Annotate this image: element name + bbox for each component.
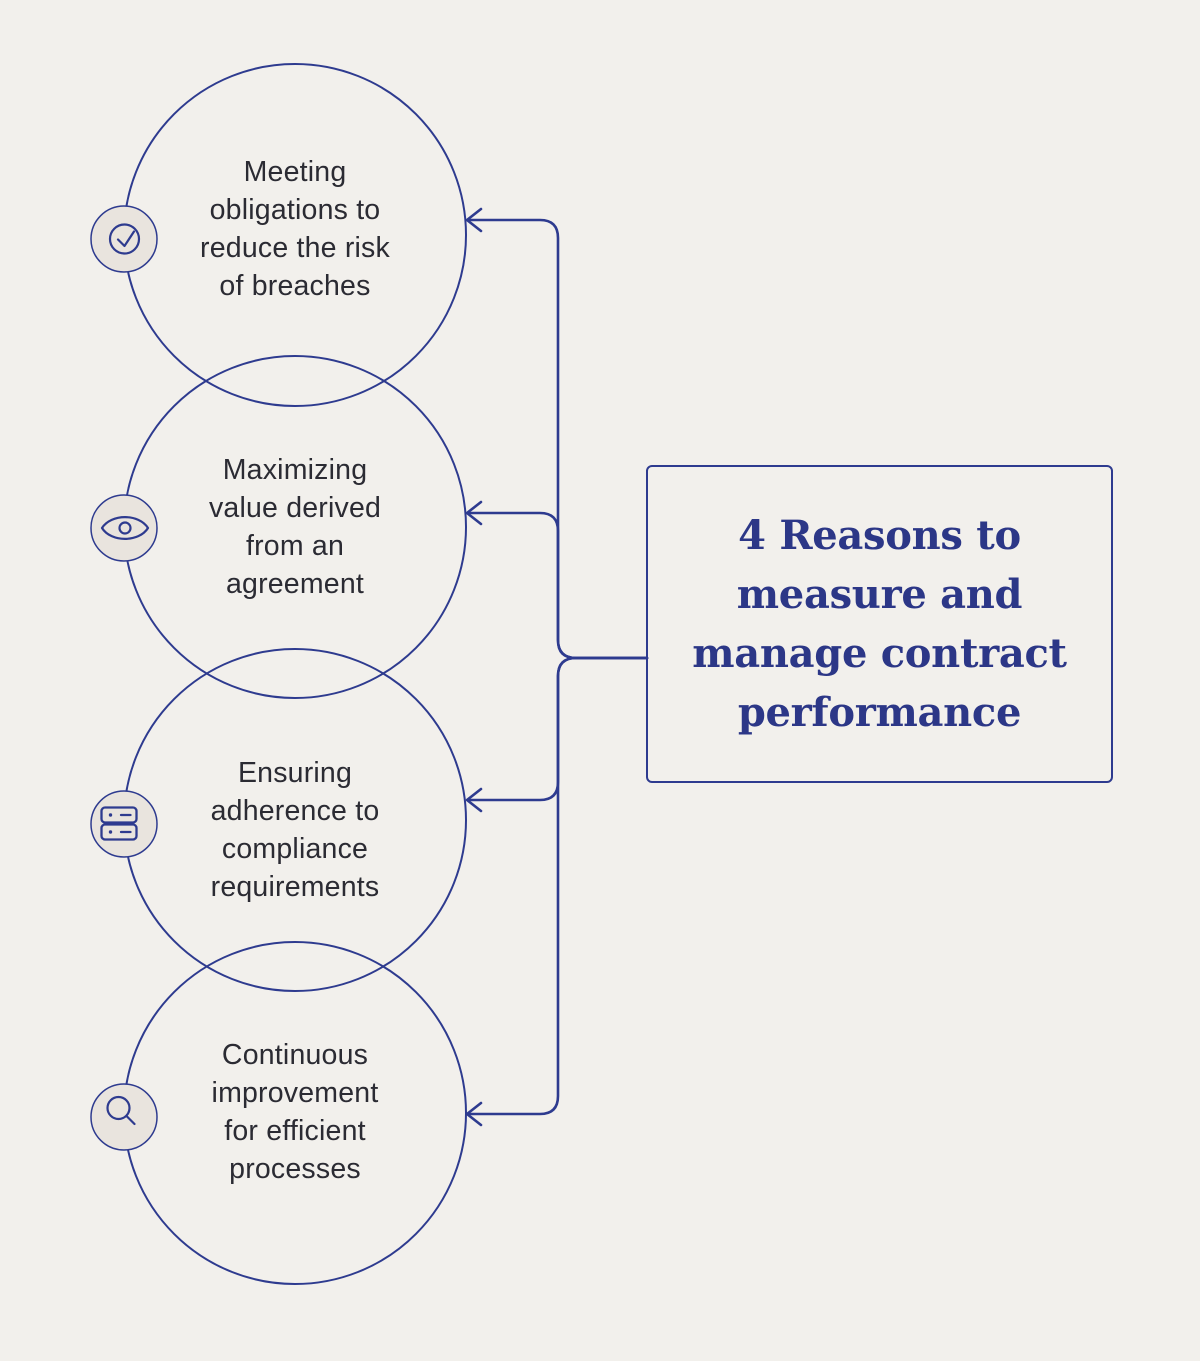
connector-line — [466, 511, 649, 660]
badge-circle — [90, 494, 158, 562]
eye-icon — [90, 494, 158, 562]
arrow-left-icon — [465, 1101, 483, 1127]
label-line: Ensuring — [237, 757, 353, 789]
label-line: requirements — [210, 871, 380, 903]
title-box: 4 Reasons to measure and manage contract… — [646, 465, 1113, 783]
arrow-left-icon — [465, 787, 483, 813]
reason-3-label: Ensuring adherence to compliance require… — [135, 754, 455, 906]
label-line: Meeting — [243, 156, 347, 188]
label-line: Continuous — [221, 1039, 369, 1071]
label-line: obligations to — [209, 194, 381, 226]
connector-lines — [465, 207, 649, 1127]
badge-circle — [90, 205, 158, 273]
connector-line — [466, 656, 649, 1116]
search-icon — [90, 1083, 158, 1151]
reason-2-label: Maximizing value derived from an agreeme… — [135, 451, 455, 603]
label-line: value derived — [208, 492, 382, 524]
label-line: agreement — [225, 568, 365, 600]
label-line: improvement — [211, 1077, 379, 1109]
icon-badges — [90, 205, 158, 1151]
server-list-icon — [90, 790, 158, 858]
label-line: Maximizing — [222, 454, 368, 486]
reason-4-label: Continuous improvement for efficient pro… — [135, 1036, 455, 1188]
arrow-left-icon — [465, 500, 483, 526]
check-circle-icon — [90, 205, 158, 273]
label-line: reduce the risk — [200, 232, 390, 264]
label-line: from an — [245, 530, 345, 562]
label-line: adherence to — [210, 795, 380, 827]
title-line: performance — [737, 689, 1022, 736]
title-line: manage contract — [692, 630, 1067, 677]
label-line: for efficient — [224, 1115, 366, 1147]
reason-1-label: Meeting obligations to reduce the risk o… — [135, 153, 455, 305]
title-line: measure and — [736, 571, 1023, 618]
arrow-left-icon — [465, 207, 483, 233]
label-line: of breaches — [219, 270, 371, 302]
reason-circles — [123, 63, 467, 1285]
label-line: compliance — [221, 833, 369, 865]
title-line: 4 Reasons to — [738, 512, 1021, 559]
label-line: processes — [229, 1153, 361, 1185]
